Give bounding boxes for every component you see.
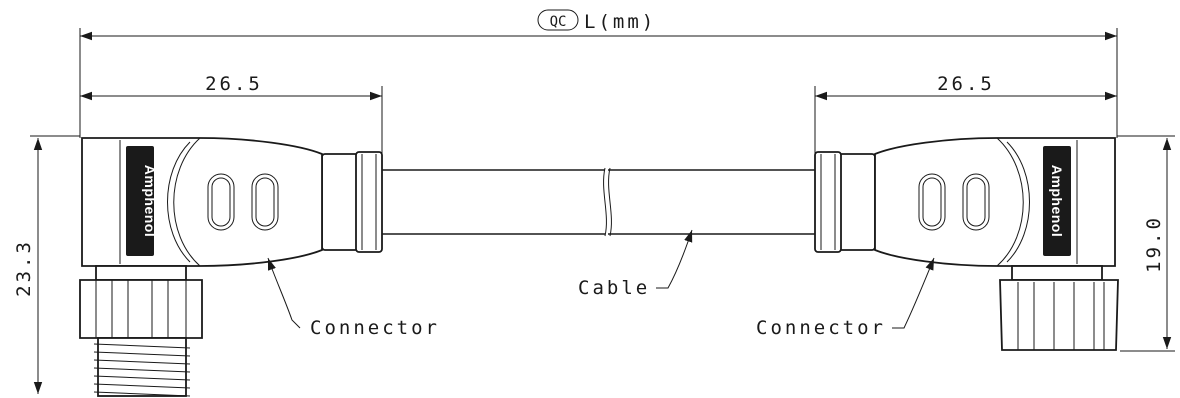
- cable-callout: Cable: [578, 229, 693, 299]
- right-height-value: 19.0: [1143, 215, 1165, 273]
- right-connector: Amphenol: [814, 137, 1119, 351]
- leader-line: [656, 229, 693, 289]
- cable: [382, 167, 815, 237]
- leader-line: [267, 257, 301, 329]
- left-connector-callout: Connector: [267, 257, 440, 339]
- right-nut: [999, 279, 1119, 351]
- right-height-dimension: 19.0: [1117, 135, 1175, 352]
- right-connector-body: [874, 137, 1116, 267]
- left-height-value: 23.3: [13, 239, 35, 297]
- overall-length-label: L(mm): [584, 11, 656, 33]
- right-ferrule: [838, 153, 876, 251]
- left-connector-body: [81, 137, 323, 267]
- right-brand-plate: [1043, 146, 1071, 256]
- right-ferrule-ring: [814, 151, 842, 253]
- left-ferrule-ring: [355, 151, 383, 253]
- left-ferrule: [321, 153, 359, 251]
- left-nut: [79, 279, 203, 339]
- right-grip-curve: [996, 137, 1024, 267]
- left-window: [251, 173, 279, 231]
- left-thread: [93, 337, 191, 397]
- left-brand-plate: [126, 146, 154, 256]
- left-nut-collar: [95, 265, 187, 281]
- right-connector-label: Connector: [756, 317, 886, 339]
- left-grip-curve: [173, 137, 201, 267]
- leader-line: [892, 257, 935, 329]
- left-height-dimension: 23.3: [13, 135, 80, 394]
- cable-break-mark: [603, 167, 607, 237]
- left-connector-length-dimension: 26.5: [80, 73, 383, 154]
- right-window: [962, 173, 990, 231]
- right-window: [918, 173, 946, 231]
- left-connector-length-value: 26.5: [205, 73, 263, 95]
- right-connector-callout: Connector: [756, 257, 935, 339]
- right-connector-length-value: 26.5: [937, 73, 995, 95]
- right-connector-length-dimension: 26.5: [814, 73, 1117, 154]
- cable-break-mark: [608, 167, 612, 237]
- overall-length-dimension: QC L(mm): [79, 9, 1118, 138]
- left-connector: Amphenol: [79, 137, 383, 397]
- qc-symbol-icon: [537, 9, 579, 31]
- right-nut-collar: [1011, 265, 1103, 281]
- left-connector-label: Connector: [310, 317, 440, 339]
- right-brand-logo: Amphenol: [1049, 165, 1065, 237]
- qc-symbol-text: QC: [550, 14, 567, 30]
- cable-label: Cable: [578, 277, 650, 299]
- left-brand-logo: Amphenol: [142, 165, 158, 237]
- left-window: [207, 173, 235, 231]
